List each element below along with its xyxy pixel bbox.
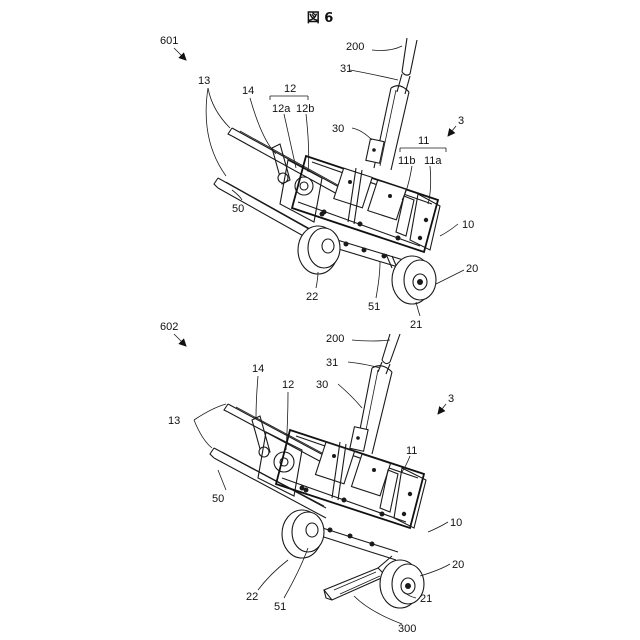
view-602: 602 200 31 30 3 13 14 12 11 10 50 20 22 … (160, 321, 464, 635)
figure-title: 図 6 (307, 11, 334, 26)
label-wheel-21: 21 (410, 319, 422, 331)
label-602-part-14: 14 (252, 363, 264, 375)
label-shaft-51: 51 (368, 301, 380, 313)
label-inner-pole-31: 31 (340, 63, 352, 75)
wheel-21 (392, 256, 436, 304)
label-rails-13: 13 (198, 75, 210, 87)
label-602-outer-pole-30: 30 (316, 379, 328, 391)
label-axle-20: 20 (466, 263, 478, 275)
label-602-lower-rail-50: 50 (212, 493, 224, 505)
label-part-12a: 12a (272, 103, 291, 115)
label-602-pedal-300: 300 (398, 623, 416, 635)
label-wheel-22: 22 (306, 291, 318, 303)
label-group-11: 11 (418, 135, 429, 147)
label-602-shaft-51: 51 (274, 601, 286, 613)
label-part-11a: 11a (424, 155, 442, 167)
bracket-602-11 (380, 468, 426, 528)
label-frame-10: 10 (462, 219, 474, 231)
label-602-unit-3: 3 (448, 393, 454, 405)
label-part-14: 14 (242, 85, 254, 97)
label-lower-rail-50: 50 (232, 203, 244, 215)
label-602-handle-200: 200 (326, 333, 344, 345)
handle-200 (402, 38, 417, 75)
label-unit-3: 3 (458, 115, 464, 127)
label-602-inner-pole-31: 31 (326, 357, 338, 369)
label-602-wheel-22: 22 (246, 591, 258, 603)
label-outer-pole-30: 30 (332, 123, 344, 135)
label-602-axle-20: 20 (452, 559, 464, 571)
wheel-22 (298, 226, 340, 274)
label-view-602: 602 (160, 321, 178, 333)
wheel-602-21 (380, 560, 424, 608)
bracket-11 (396, 194, 440, 250)
label-602-frame-10: 10 (450, 517, 462, 529)
label-602-wheel-21: 21 (420, 593, 432, 605)
wheel-602-22 (282, 510, 324, 558)
handle-602-200 (382, 334, 400, 364)
label-part-12b: 12b (296, 103, 314, 115)
label-602-group-11: 11 (406, 445, 417, 457)
label-602-group-12: 12 (282, 379, 294, 391)
label-part-11b: 11b (398, 155, 416, 167)
label-handle-200: 200 (346, 41, 364, 53)
label-602-rails-13: 13 (168, 415, 180, 427)
outer-pole-602-30 (350, 366, 392, 454)
label-group-12: 12 (284, 83, 296, 95)
view-601: 601 200 31 30 3 13 14 12 12a 12b 11 11b … (160, 35, 478, 331)
label-view-601: 601 (160, 35, 178, 47)
